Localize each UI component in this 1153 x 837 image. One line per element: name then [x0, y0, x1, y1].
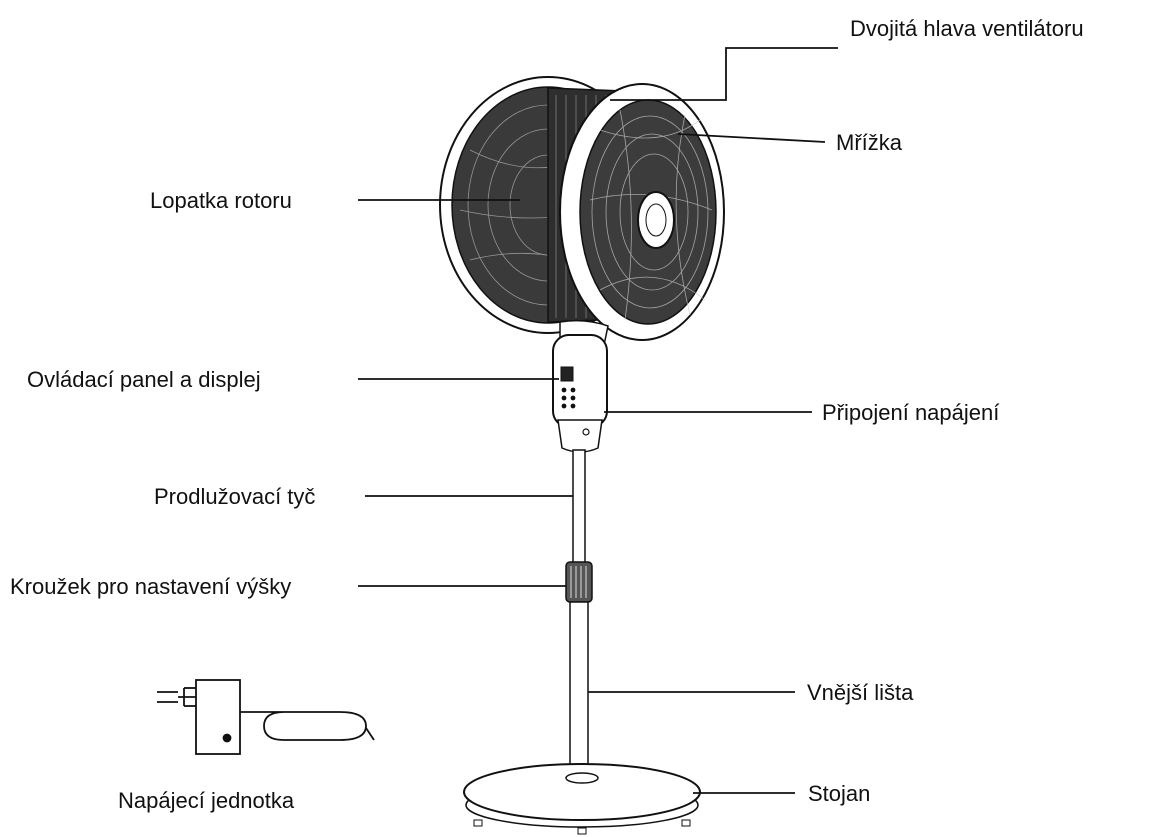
dual-fan-head: [439, 76, 725, 341]
label-stand: Stojan: [808, 781, 870, 806]
power-socket: [582, 428, 590, 436]
power-adapter-icon: [157, 679, 375, 755]
label-rotor-blade: Lopatka rotoru: [150, 188, 292, 213]
label-height-ring: Kroužek pro nastavení výšky: [10, 574, 291, 599]
control-button: [570, 403, 576, 409]
labels: Dvojitá hlava ventilátoru Mřížka Lopatka…: [10, 16, 1084, 813]
label-grille: Mřížka: [836, 130, 903, 155]
control-button: [561, 387, 567, 393]
height-adjust-ring: [565, 561, 593, 603]
label-extension-rod: Prodlužovací tyč: [154, 484, 315, 509]
label-control-panel: Ovládací panel a displej: [27, 367, 261, 392]
label-outer-bar: Vnější lišta: [807, 680, 914, 705]
control-unit: [552, 319, 609, 453]
control-button: [561, 403, 567, 409]
base-top: [463, 763, 701, 821]
leader-dual-head: [610, 47, 838, 101]
display-screen: [560, 366, 574, 382]
pole: [565, 449, 593, 771]
leader-lines: [358, 47, 838, 794]
control-button: [561, 395, 567, 401]
base-stand: [463, 763, 701, 835]
label-power-connection: Připojení napájení: [822, 400, 999, 425]
leader-grille: [677, 133, 826, 143]
control-button: [570, 387, 576, 393]
label-dual-head: Dvojitá hlava ventilátoru: [850, 16, 1084, 41]
extension-rod: [572, 449, 586, 566]
control-button: [570, 395, 576, 401]
label-power-unit: Napájecí jednotka: [118, 788, 295, 813]
outer-bar: [569, 601, 589, 771]
